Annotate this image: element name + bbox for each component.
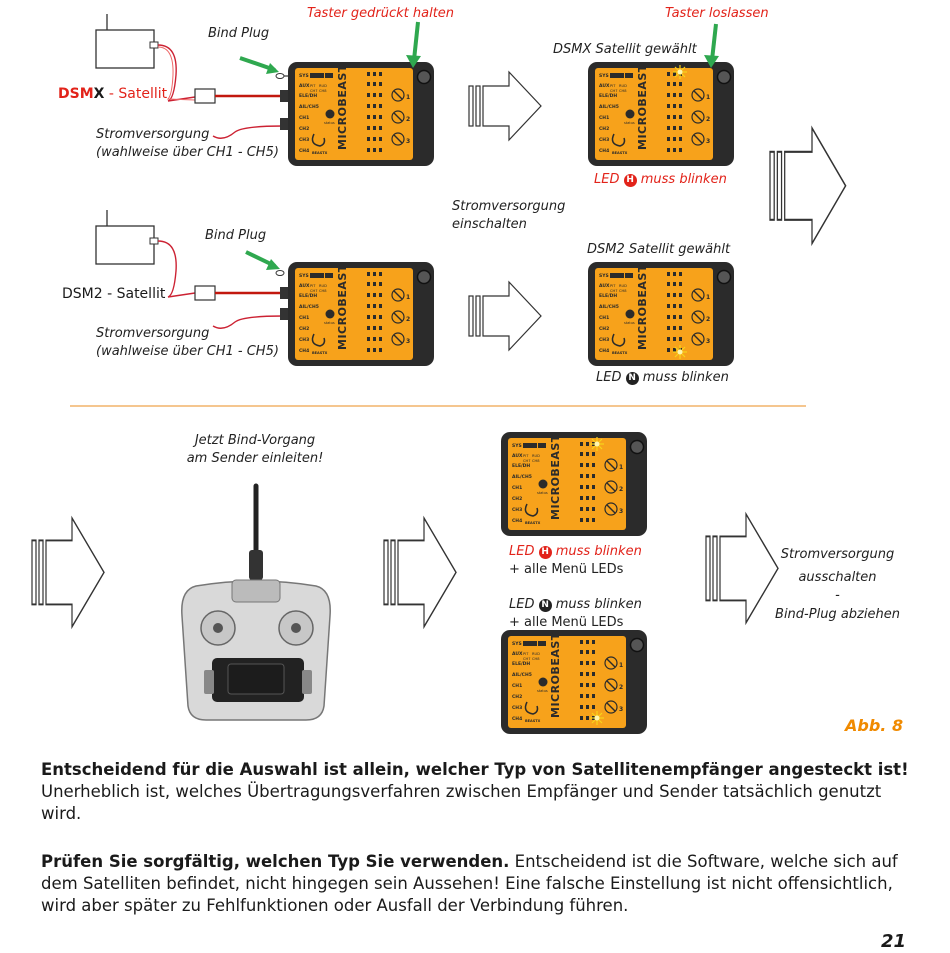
label-bind-plug-1: Bind Plug — [208, 26, 270, 41]
label-press-hold: Taster gedrückt halten — [307, 6, 455, 21]
label-led-n-all: LED N muss blinken + alle Menü LEDs — [509, 597, 642, 630]
power-cable-1 — [212, 125, 284, 139]
arrow-release — [710, 23, 718, 61]
label-led-h-all: LED H muss blinken + alle Menü LEDs — [509, 544, 642, 577]
flow-arrow-4 — [383, 517, 457, 628]
paragraph-1: Entscheidend für die Auswahl ist allein,… — [41, 760, 909, 823]
module-result-h — [500, 431, 648, 537]
top-diagram — [70, 14, 847, 407]
page-number: 21 — [881, 931, 907, 952]
flow-arrow-5 — [705, 513, 779, 624]
label-power-off: Stromversorgung ausschalten - Bind-Plug … — [775, 547, 900, 622]
module-dsmx-result — [587, 61, 735, 167]
dsmx-satellite-box — [95, 14, 159, 69]
label-led-n-blink: LED N muss blinken — [596, 370, 729, 385]
flow-arrow-big — [768, 126, 847, 245]
arrow-press — [412, 21, 420, 61]
label-power-2: Stromversorgung(wahlweise über CH1 - CH5… — [96, 326, 279, 359]
flow-arrow-1 — [468, 71, 542, 141]
label-dsmx-selected: DSMX Satellit gewählt — [553, 42, 697, 57]
module-dsmx — [287, 61, 435, 167]
bottom-diagram — [31, 431, 779, 735]
transmitter-image — [181, 483, 331, 721]
label-dsm2-selected: DSM2 Satellit gewählt — [587, 242, 731, 257]
label-power-1: Stromversorgung(wahlweise über CH1 - CH5… — [96, 127, 279, 160]
label-dsm2-satellite: DSM2 - Satellit — [62, 286, 166, 302]
label-dsmx-satellite: DSMX - Satellit — [58, 86, 168, 102]
paragraph-2: Prüfen Sie sorgfältig, welchen Typ Sie v… — [41, 852, 898, 915]
label-bind-plug-2: Bind Plug — [205, 228, 267, 243]
figure-label: Abb. 8 — [845, 716, 904, 735]
module-result-n — [500, 629, 648, 735]
label-led-h-blink: LED H muss blinken — [594, 172, 727, 187]
dsm2-satellite-box — [95, 210, 159, 265]
flow-arrow-2 — [468, 281, 542, 351]
dsmx-plug — [194, 88, 216, 104]
flow-arrow-3 — [31, 517, 105, 628]
module-dsm2 — [287, 261, 435, 367]
module-dsm2-result — [587, 261, 735, 367]
label-release: Taster loslassen — [665, 6, 769, 21]
